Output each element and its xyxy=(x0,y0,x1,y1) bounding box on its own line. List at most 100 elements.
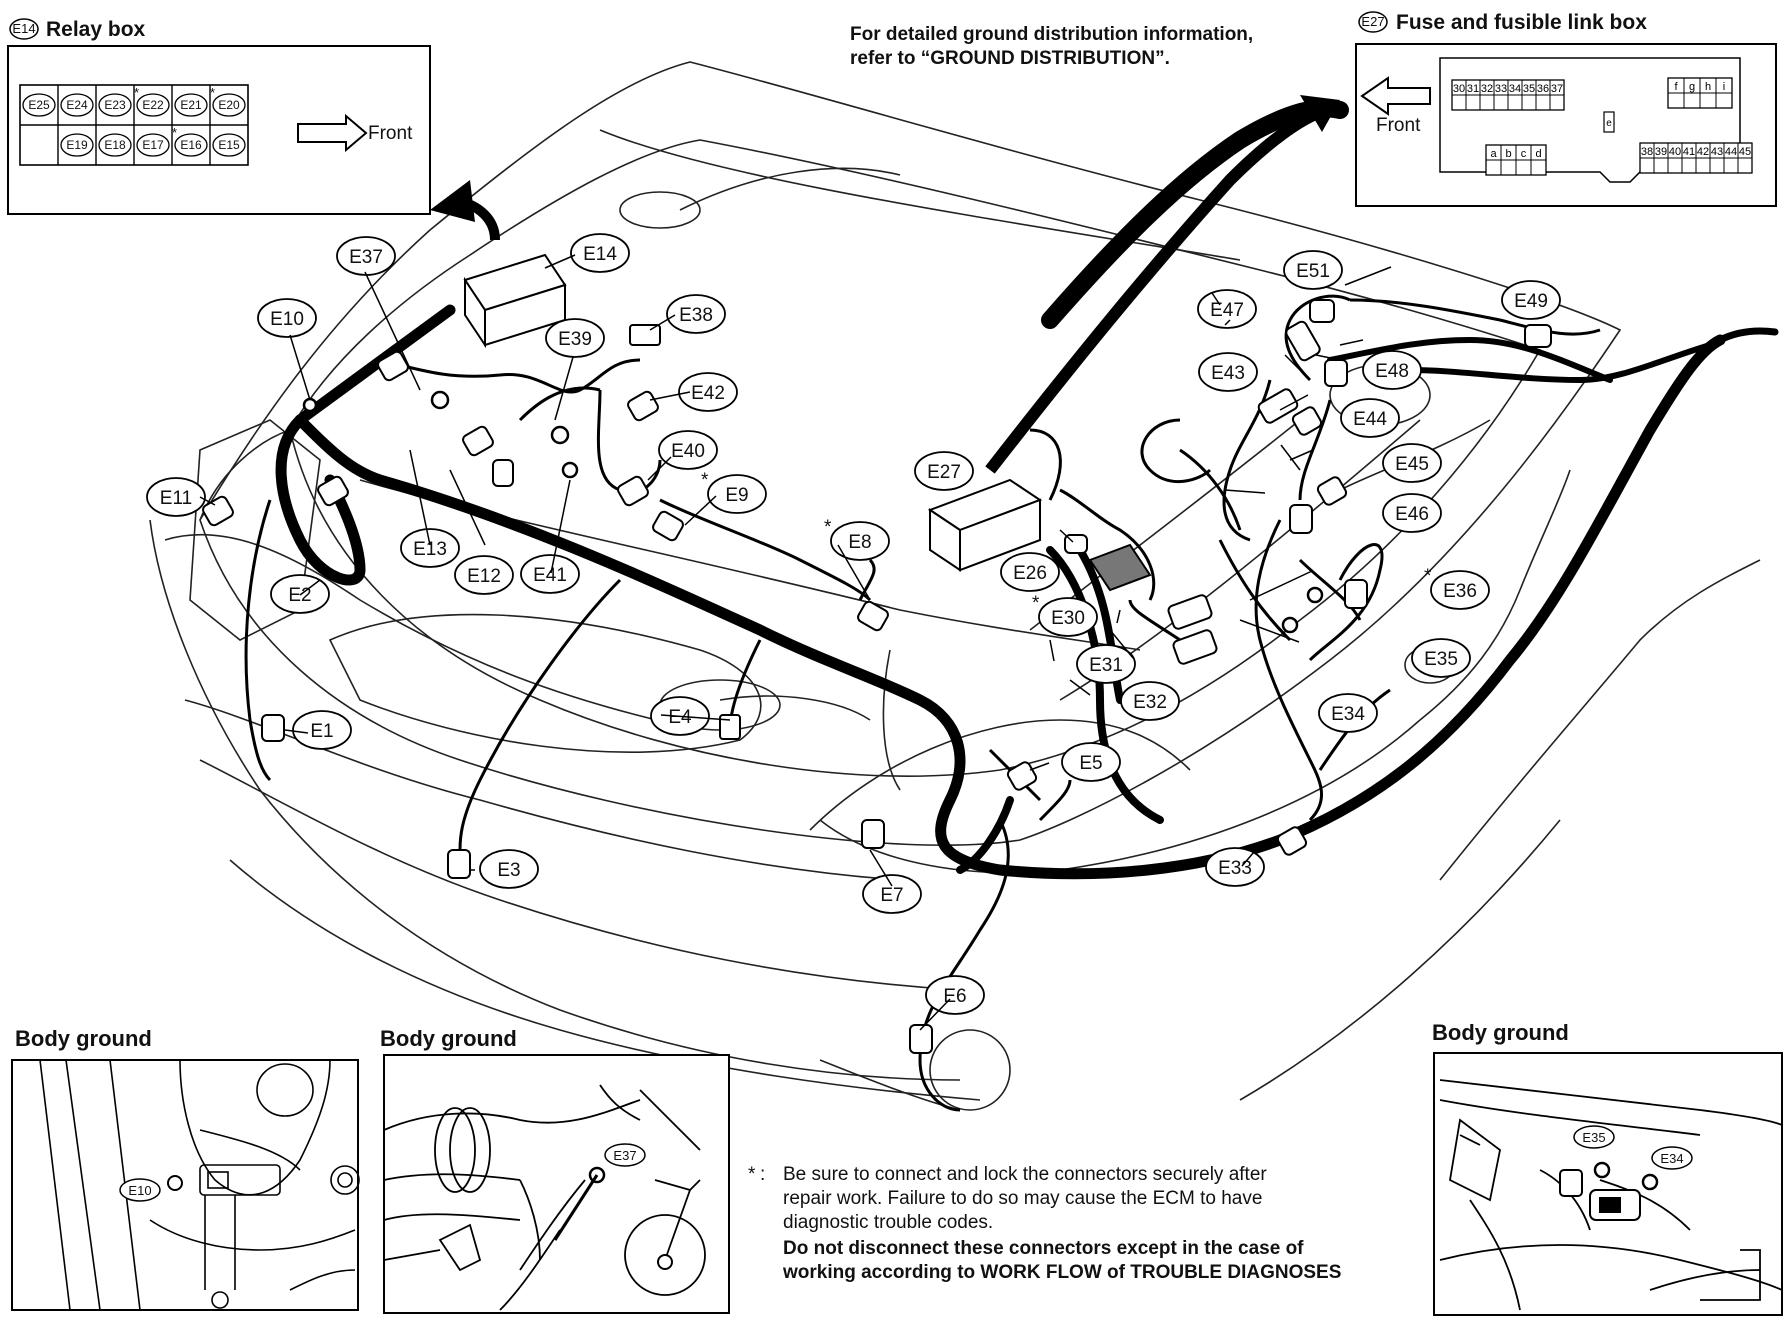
callout-e1: E1 xyxy=(292,710,352,750)
callout-e35: E35 xyxy=(1411,638,1471,678)
body-ground-title-2: Body ground xyxy=(380,1026,517,1051)
fuse-slot-label: 44 xyxy=(1725,146,1737,158)
relay-box-ref: E14 xyxy=(12,21,35,36)
fuse-slot-label: e xyxy=(1606,118,1612,129)
star-marker: * xyxy=(172,125,177,140)
callout-e5: E5 xyxy=(1061,742,1121,782)
leader-lines xyxy=(199,254,1392,1031)
callout-e41: E41 xyxy=(520,554,580,594)
relay-slot-e24: E24 xyxy=(60,93,94,117)
fuse-box-ref: E27 xyxy=(1361,14,1384,29)
callout-e32: E32 xyxy=(1120,681,1180,721)
callout-label-e5: E5 xyxy=(1079,753,1102,774)
relay-slot-label: E24 xyxy=(66,98,88,112)
callout-label-e7: E7 xyxy=(880,885,903,906)
callout-label-e6: E6 xyxy=(943,986,966,1007)
callout-label-e45: E45 xyxy=(1395,454,1429,475)
relay-front-label: Front xyxy=(368,123,413,144)
relay-slot-e20: E20* xyxy=(210,85,246,117)
fuse-slot-label: i xyxy=(1723,81,1725,93)
callout-e40: E40 xyxy=(658,430,718,470)
footnote: * : Be sure to connect and lock the conn… xyxy=(748,1164,1341,1283)
callout-e49: E49 xyxy=(1501,280,1561,320)
ground-terminals xyxy=(302,390,1324,634)
callout-e47: E47 xyxy=(1197,289,1257,329)
callout-e12: E12 xyxy=(454,555,514,595)
callout-e48: E48 xyxy=(1362,350,1422,390)
callout-label-e14: E14 xyxy=(583,244,617,265)
fuse-slot-label: 31 xyxy=(1467,83,1479,95)
pointer-arrow-relay-box xyxy=(430,180,500,241)
callout-label-e51: E51 xyxy=(1296,261,1330,282)
star-marker: * xyxy=(1424,566,1432,587)
star-marker: * xyxy=(134,85,139,100)
callout-label-e40: E40 xyxy=(671,441,705,462)
relay-slot-e25: E25 xyxy=(22,93,56,117)
callout-e11: E11 xyxy=(146,477,206,517)
fuse-slot-label: 42 xyxy=(1697,146,1709,158)
relay-slot-label: E19 xyxy=(66,138,88,152)
panel3-label-e34: E34 xyxy=(1660,1151,1683,1166)
fuse-slot-label: 45 xyxy=(1739,146,1751,158)
callout-label-e46: E46 xyxy=(1395,504,1429,525)
callout-label-e10: E10 xyxy=(270,309,304,330)
fuse-front-arrow-icon xyxy=(1360,76,1431,116)
relay-slot-label: E25 xyxy=(28,98,50,112)
relay-box-ref-badge: E14 xyxy=(9,18,39,40)
callout-label-e11: E11 xyxy=(160,488,192,509)
relay-slot-label: E16 xyxy=(180,138,202,152)
body-ground-title-3: Body ground xyxy=(1432,1020,1569,1045)
fuse-slot-label: 32 xyxy=(1481,83,1493,95)
ground-distribution-note: For detailed ground distribution informa… xyxy=(850,24,1253,69)
callout-e27: E27 xyxy=(914,451,974,491)
fuse-slot-label: 39 xyxy=(1655,146,1667,158)
callout-label-e39: E39 xyxy=(558,329,592,350)
connector-callouts: E1E2E3E4E5E6E7E8*E9*E10E11E12E13E14E26E2… xyxy=(146,233,1561,1015)
fuse-slot-label: g xyxy=(1689,81,1695,93)
callout-label-e12: E12 xyxy=(467,566,501,587)
callout-label-e32: E32 xyxy=(1133,692,1167,713)
footnote-line-2: repair work. Failure to do so may cause … xyxy=(783,1188,1262,1209)
footnote-line-1: Be sure to connect and lock the connecto… xyxy=(783,1164,1267,1185)
relay-slot-e23: E23 xyxy=(98,93,132,117)
fuse-slot-label: a xyxy=(1490,148,1497,160)
fuse-slot-label: 35 xyxy=(1523,83,1535,95)
callout-e34: E34 xyxy=(1318,693,1378,733)
relay-slot-label: E21 xyxy=(180,98,202,112)
relay-slot-label: E18 xyxy=(104,138,126,152)
fuse-box-ref-badge: E27 xyxy=(1358,11,1388,33)
relay-box-title: Relay box xyxy=(46,18,146,41)
relay-slot-label: E22 xyxy=(142,98,164,112)
footnote-line-3: diagnostic trouble codes. xyxy=(783,1212,993,1233)
callout-e9: E9* xyxy=(701,470,767,514)
callout-e44: E44 xyxy=(1340,398,1400,438)
callout-label-e44: E44 xyxy=(1353,409,1387,430)
fuse-slot-label: 43 xyxy=(1711,146,1723,158)
ground-note-line1: For detailed ground distribution informa… xyxy=(850,24,1253,45)
callout-label-e4: E4 xyxy=(668,707,692,728)
body-ground-panel-e37: Body ground E37 xyxy=(380,1026,730,1314)
fuse-slot-label: f xyxy=(1674,81,1678,93)
callout-e45: E45 xyxy=(1382,443,1442,483)
callout-e46: E46 xyxy=(1382,493,1442,533)
vehicle-body-outline xyxy=(149,61,1761,1111)
callout-label-e1: E1 xyxy=(310,721,333,742)
callout-label-e3: E3 xyxy=(497,860,520,881)
callout-label-e8: E8 xyxy=(848,532,871,553)
relay-slot-label: E20 xyxy=(218,98,240,112)
relay-slot-label: E17 xyxy=(142,138,164,152)
callout-label-e9: E9 xyxy=(725,485,748,506)
callout-e26: E26 xyxy=(1000,552,1060,592)
callout-e3: E3 xyxy=(479,849,539,889)
callout-e51: E51 xyxy=(1283,250,1343,290)
fuse-front-label: Front xyxy=(1376,115,1421,136)
callout-e38: E38 xyxy=(666,294,726,334)
callout-e33: E33 xyxy=(1205,847,1265,887)
callout-label-e30: E30 xyxy=(1051,608,1085,629)
